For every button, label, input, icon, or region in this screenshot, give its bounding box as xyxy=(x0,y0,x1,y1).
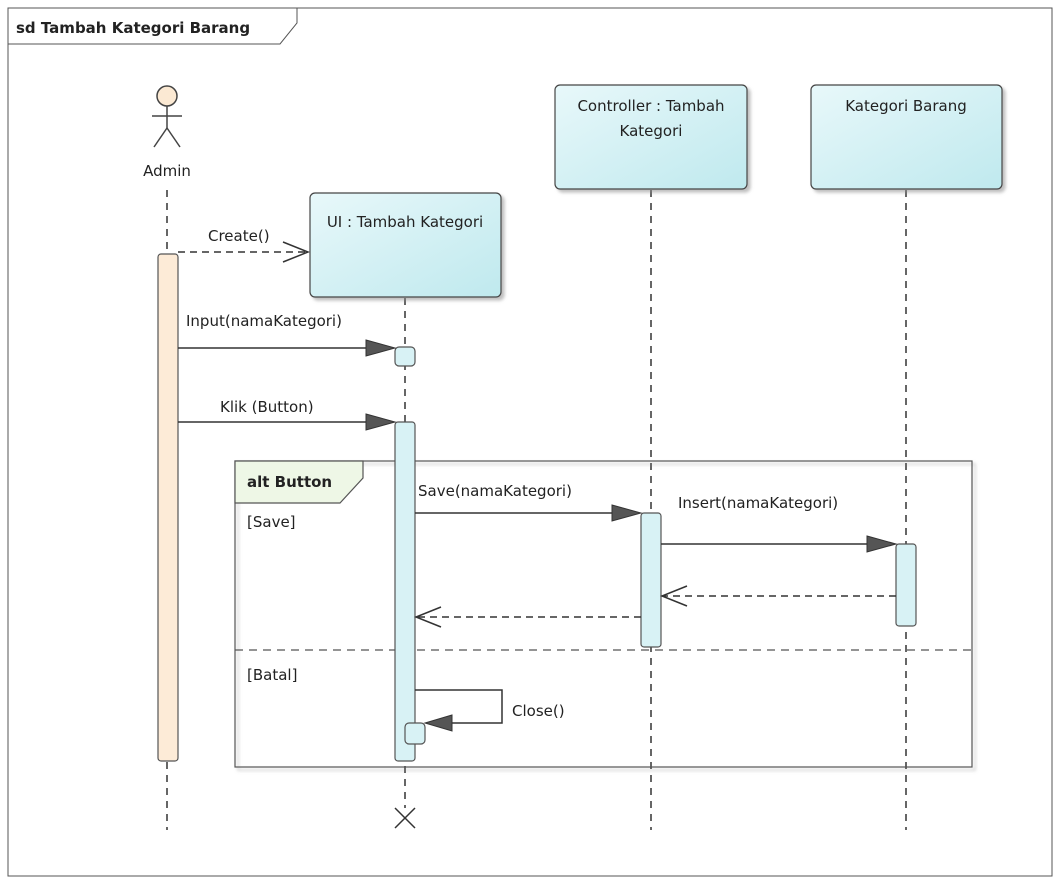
input-message-label: Input(namaKategori) xyxy=(186,312,342,330)
close-self-message-line xyxy=(415,689,503,724)
ui-activation-input xyxy=(394,346,416,367)
alt-fragment-tab xyxy=(234,460,364,504)
klik-message-label: Klik (Button) xyxy=(220,398,314,416)
insert-return-arrowhead xyxy=(659,585,688,607)
alt-fragment-title: alt Button xyxy=(247,473,332,491)
destroy-x-icon xyxy=(394,807,416,829)
admin-label: Admin xyxy=(143,162,191,180)
frame-title-tab xyxy=(7,7,298,45)
admin-actor-icon xyxy=(152,85,182,148)
insert-message-label: Insert(namaKategori) xyxy=(678,494,838,512)
controller-label-line2: Kategori xyxy=(620,122,683,140)
alt-fragment xyxy=(234,460,973,768)
create-message-arrowhead xyxy=(282,241,311,263)
controller-label-line1: Controller : Tambah xyxy=(577,97,724,115)
diagram-title: sd Tambah Kategori Barang xyxy=(16,19,250,37)
controller-object xyxy=(554,84,748,190)
save-message-label: Save(namaKategori) xyxy=(418,482,572,500)
insert-message-arrowhead xyxy=(866,535,898,553)
ui-activation-main xyxy=(394,421,416,762)
controller-activation xyxy=(640,512,662,648)
ui-object xyxy=(309,192,502,298)
kategori-activation xyxy=(895,543,917,627)
save-message-arrowhead xyxy=(611,504,643,522)
ui-label: UI : Tambah Kategori xyxy=(327,213,483,231)
klik-message-arrowhead xyxy=(365,413,397,431)
kategori-barang-object xyxy=(810,84,1003,190)
create-message-label: Create() xyxy=(208,227,270,245)
admin-activation xyxy=(157,253,179,762)
ui-activation-close xyxy=(404,722,426,745)
guard-save: [Save] xyxy=(247,513,296,531)
close-message-label: Close() xyxy=(512,702,565,720)
guard-batal: [Batal] xyxy=(247,666,297,684)
save-return-arrowhead xyxy=(413,606,442,628)
input-message-arrowhead xyxy=(365,339,397,357)
close-self-message-arrowhead xyxy=(423,714,453,732)
kategori-barang-label: Kategori Barang xyxy=(845,97,967,115)
